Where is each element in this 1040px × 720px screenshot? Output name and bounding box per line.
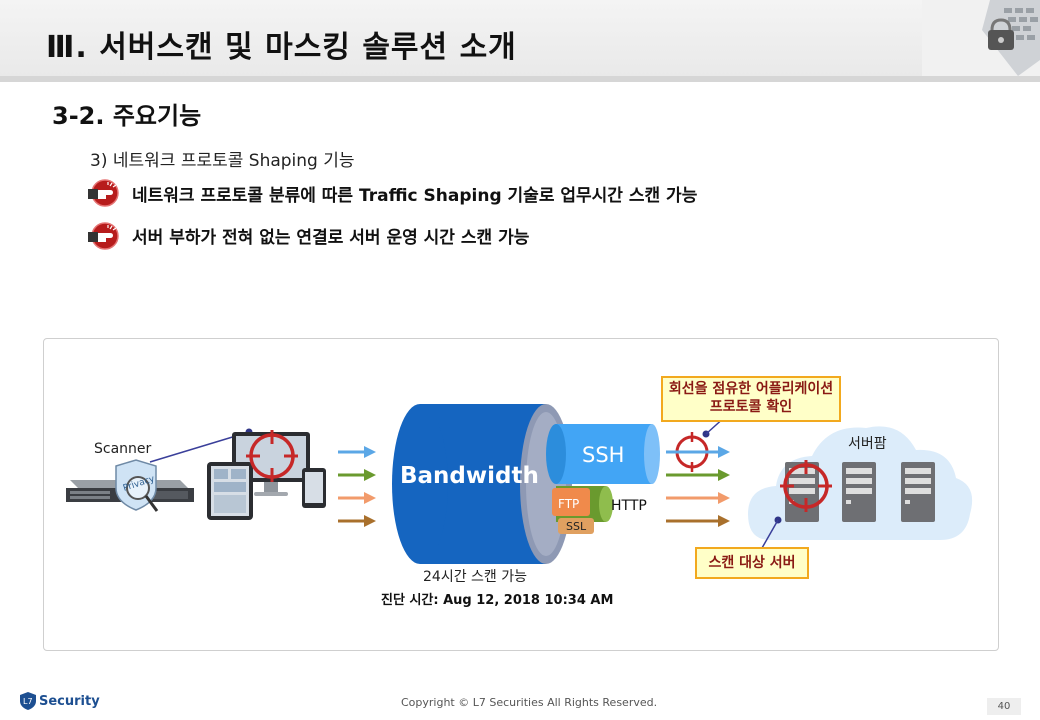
http-label: HTTP bbox=[611, 498, 647, 514]
header-band bbox=[0, 0, 1040, 76]
header-underline bbox=[0, 76, 1040, 82]
privacy-shield-icon: Privacy bbox=[115, 459, 159, 512]
server-target-icon bbox=[761, 460, 832, 549]
scan-24h-label: 24시간 스캔 가능 bbox=[423, 569, 527, 585]
sub-heading: 3) 네트워크 프로토콜 Shaping 기능 bbox=[90, 151, 355, 171]
page-number: 40 bbox=[987, 698, 1021, 715]
section-heading: 3-2. 주요기능 bbox=[52, 102, 202, 130]
server-callout: 스캔 대상 서버 bbox=[695, 547, 809, 579]
bullet-item-traffic-shaping: 네트워크 프로토콜 분류에 따른 Traffic Shaping 기술로 업무시… bbox=[86, 178, 697, 208]
bullet-text: 네트워크 프로토콜 분류에 따른 Traffic Shaping 기술로 업무시… bbox=[132, 185, 698, 206]
protocol-callout-line1: 회선을 점유한 어플리케이션 bbox=[668, 381, 834, 397]
scanner-label: Scanner bbox=[94, 441, 152, 457]
laptop-lock-image bbox=[922, 0, 1040, 76]
bullet-text: 서버 부하가 전혀 없는 연결로 서버 운영 시간 스캔 가능 bbox=[132, 227, 530, 248]
hand-pointer-icon bbox=[88, 179, 119, 207]
ftp-pipe-icon bbox=[552, 488, 590, 516]
bullet-item-no-server-load: 서버 부하가 전혀 없는 연결로 서버 운영 시간 스캔 가능 bbox=[86, 220, 529, 250]
hand-pointer-icon bbox=[88, 222, 119, 250]
footer-logo: L7 Security bbox=[20, 692, 100, 710]
ssl-label: SSL bbox=[566, 520, 587, 533]
page-title: Ⅲ. 서버스캔 및 마스킹 솔루션 소개 bbox=[46, 30, 517, 65]
ssl-pipe-icon bbox=[558, 518, 594, 534]
copyright-text: Copyright © L7 Securities All Rights Res… bbox=[401, 696, 658, 709]
traffic-arrows-left bbox=[338, 446, 376, 527]
server-farm-label: 서버팜 bbox=[848, 436, 887, 452]
ftp-label: FTP bbox=[558, 497, 580, 511]
protocol-target-icon bbox=[672, 415, 727, 472]
target-crosshair-icon bbox=[246, 430, 298, 482]
protocol-callout: 회선을 점유한 어플리케이션 프로토콜 확인 bbox=[661, 376, 841, 422]
traffic-arrows-right bbox=[666, 446, 730, 527]
protocol-callout-line2: 프로토콜 확인 bbox=[709, 399, 793, 415]
ssh-pipe-icon bbox=[546, 424, 660, 484]
logo-text: Security bbox=[39, 693, 100, 709]
diagnosis-time-label: 진단 시간: Aug 12, 2018 10:34 AM bbox=[381, 593, 614, 608]
ssh-label: SSH bbox=[582, 443, 625, 467]
svg-text:L7: L7 bbox=[23, 697, 33, 706]
l7-shield-icon: L7 bbox=[20, 692, 36, 710]
bandwidth-label: Bandwidth bbox=[400, 463, 539, 489]
